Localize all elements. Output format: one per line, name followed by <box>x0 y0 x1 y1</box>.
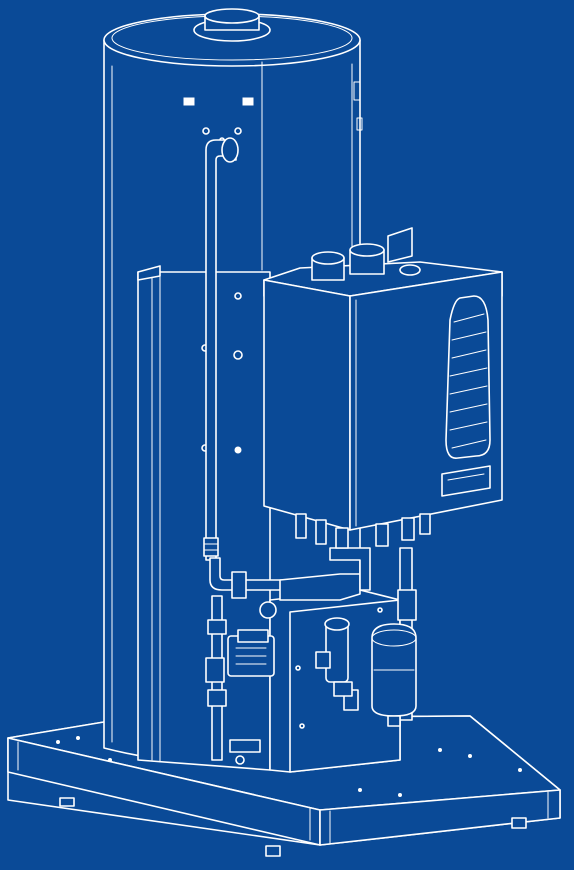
expansion-vessel <box>371 623 417 727</box>
flow-pipe <box>203 137 239 561</box>
valve-assembly <box>315 617 359 711</box>
rear-housing <box>137 265 271 771</box>
window-hatching <box>449 313 488 449</box>
boiler-unit <box>263 227 503 549</box>
circulation-pump <box>227 629 275 677</box>
